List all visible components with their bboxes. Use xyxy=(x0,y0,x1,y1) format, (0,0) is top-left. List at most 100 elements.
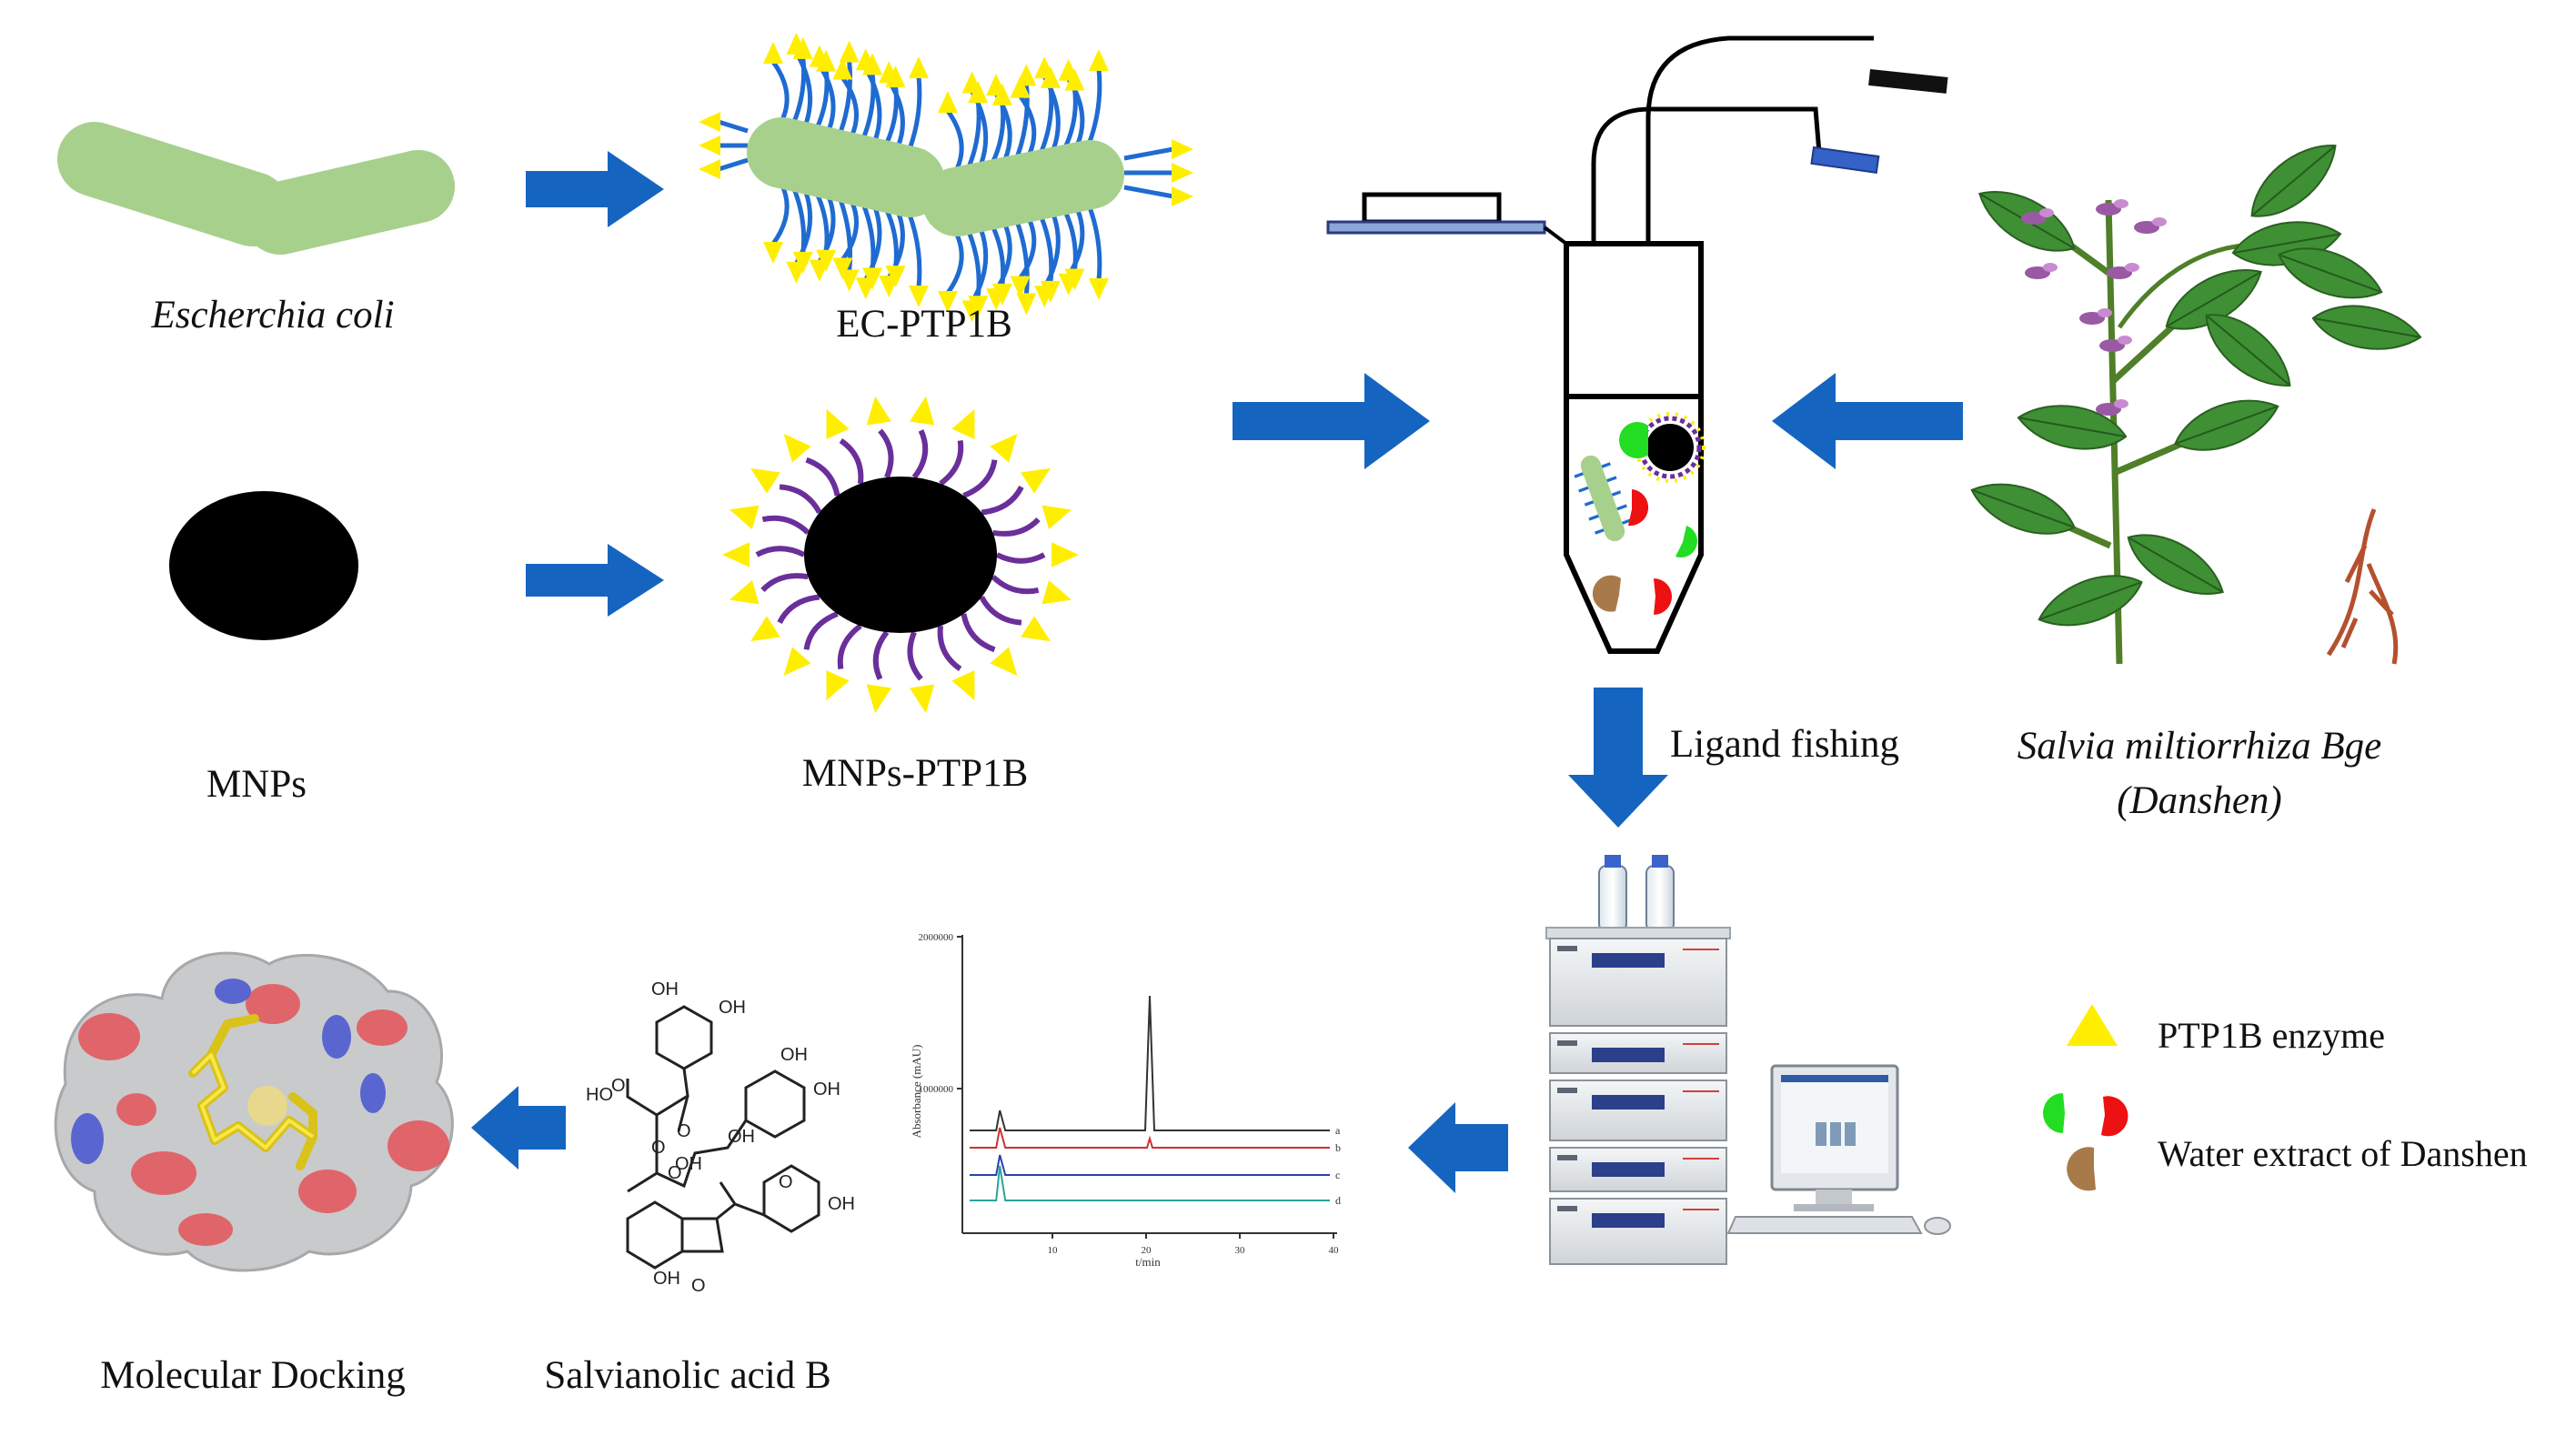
label-ec-ptp1b: EC-PTP1B xyxy=(836,303,1012,346)
ec-enzyme-triangle xyxy=(839,40,860,63)
mnp-linker xyxy=(837,623,862,669)
mnp-enzyme-triangle xyxy=(1021,616,1051,642)
mnp-enzyme-triangle xyxy=(910,396,935,426)
ec-ptp1b-linkers xyxy=(718,51,1174,304)
docking-patch xyxy=(71,1113,104,1164)
plant-leaf xyxy=(2278,247,2383,299)
chromatogram-xtick-label: 10 xyxy=(1048,1245,1059,1256)
docking-patch xyxy=(357,1009,408,1046)
salvianolic-acid-b-structure xyxy=(626,1005,820,1270)
plant-flower xyxy=(2079,312,2105,325)
mnp-enzyme-triangle xyxy=(951,670,975,701)
ec-linker xyxy=(794,51,813,126)
mnp-enzyme-triangle xyxy=(826,408,850,439)
label-escherichia-coli: Escherchia coli xyxy=(151,294,395,336)
mnp-enzyme-triangle xyxy=(783,433,811,463)
ec-enzyme-triangle xyxy=(909,285,929,307)
docking-patch xyxy=(298,1170,357,1213)
hplc-logo xyxy=(1557,946,1577,951)
ec-enzyme-triangle xyxy=(809,45,830,67)
legend-extract-brown xyxy=(2067,1147,2096,1191)
ec-linker xyxy=(1087,68,1102,143)
label-salvia-line2: (Danshen) xyxy=(2117,779,2282,822)
hplc-display xyxy=(1592,1162,1665,1177)
mnp-linker xyxy=(911,429,929,479)
structure-atom-label: OH xyxy=(728,1127,755,1147)
mnp-enzyme-triangle xyxy=(750,467,780,494)
mnp-enzyme-triangle xyxy=(866,396,891,426)
mnp-linker xyxy=(979,595,1022,626)
plant-flower xyxy=(2152,217,2167,226)
docking-patch xyxy=(246,984,300,1024)
ecoli-cells xyxy=(57,122,455,255)
ec-linker xyxy=(1042,214,1061,289)
ec-linker xyxy=(718,157,749,172)
structure-atom-label: OH xyxy=(653,1269,680,1289)
structure-atom-label: HO xyxy=(586,1085,613,1105)
ec-enzyme-triangle xyxy=(1034,56,1055,79)
plant-flower xyxy=(2096,403,2121,416)
mnp-linker xyxy=(939,440,964,487)
ec-linker xyxy=(907,75,922,150)
ec-linker xyxy=(838,197,853,272)
structure-atom-label: OH xyxy=(719,998,746,1018)
mnp-linker xyxy=(779,484,822,515)
ec-enzyme-triangle xyxy=(763,42,783,65)
plant-leaf xyxy=(2250,145,2337,217)
ec-linker xyxy=(970,228,989,304)
mnp-linker xyxy=(981,485,1024,516)
ec-linker xyxy=(718,119,749,134)
ec-enzyme-triangle xyxy=(1058,273,1079,296)
pc-monitor xyxy=(1770,1064,1899,1211)
chromatogram-xlabel: t/min xyxy=(1135,1255,1161,1269)
chromatogram-ylabel: Absorbance (mAU) xyxy=(910,1045,923,1139)
plant-flower xyxy=(2107,266,2132,279)
mnp-linker xyxy=(995,552,1046,564)
hplc-logo xyxy=(1557,1040,1577,1046)
ec-linker xyxy=(884,208,899,268)
ec-linker xyxy=(840,200,859,261)
ec-enzyme-triangle xyxy=(855,48,876,71)
plant-flower xyxy=(2021,212,2047,225)
chromatogram-trace xyxy=(970,1165,1330,1201)
plant-leaf xyxy=(2127,534,2224,595)
ec-linker xyxy=(863,67,882,143)
ec-linker xyxy=(1123,185,1174,199)
ec-enzyme-triangle xyxy=(1171,163,1193,183)
ec-linker xyxy=(991,103,1006,163)
structure-atom-label: O xyxy=(611,1076,626,1096)
ec-enzyme-triangle xyxy=(986,288,1007,311)
docking-patch xyxy=(78,1013,140,1060)
ec-enzyme-triangle xyxy=(961,300,982,323)
mnp-enzyme-triangle xyxy=(990,647,1018,677)
docking-patch xyxy=(131,1151,196,1195)
mnp-enzyme-triangle xyxy=(729,505,760,530)
docking-patch xyxy=(116,1093,156,1126)
ec-enzyme-triangle xyxy=(938,290,958,313)
plant-leaf xyxy=(2311,305,2422,350)
mnp-linker xyxy=(937,625,962,672)
ec-linker xyxy=(1087,206,1102,281)
mnp-particle xyxy=(169,491,358,640)
docking-patch xyxy=(215,979,251,1004)
hplc-instrument xyxy=(1545,855,1951,1265)
plant-flower xyxy=(2099,339,2125,352)
ec-enzyme-triangle xyxy=(699,159,721,179)
structure-atom-label: OH xyxy=(651,979,679,999)
ec-enzyme-triangle xyxy=(1089,49,1109,72)
docking-patch xyxy=(178,1213,233,1246)
ec-enzyme-triangle xyxy=(855,277,876,300)
ec-linker xyxy=(1039,85,1054,153)
chromatogram-ytick-1000000: 1000000 xyxy=(919,1084,954,1095)
chromatogram-xtick-label: 30 xyxy=(1235,1245,1246,1256)
needle-lower xyxy=(1810,146,1880,174)
mnp-linker xyxy=(872,630,890,680)
mnp-linker xyxy=(755,546,806,557)
plant-leaf xyxy=(2038,575,2143,627)
label-mnps: MNPs xyxy=(206,763,307,806)
molecular-docking-surface xyxy=(54,951,454,1272)
chromatogram-xtick-label: 40 xyxy=(1329,1245,1340,1256)
hplc-display xyxy=(1592,1095,1665,1110)
